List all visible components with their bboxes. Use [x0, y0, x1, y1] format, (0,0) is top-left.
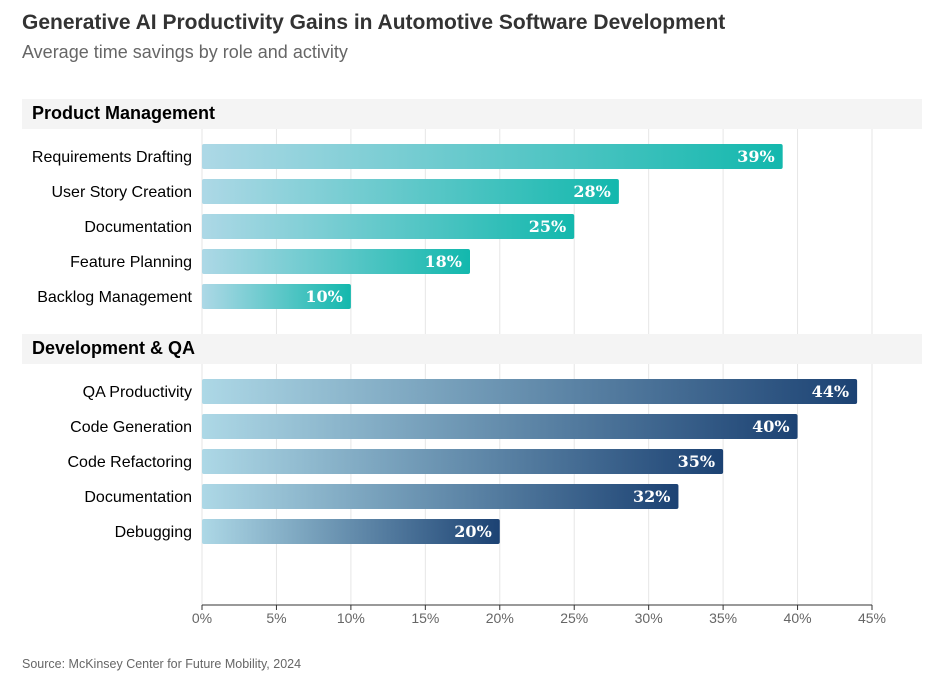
x-tick-label: 20%: [486, 610, 514, 626]
x-tick-label: 5%: [266, 610, 286, 626]
x-tick-label: 35%: [709, 610, 737, 626]
value-label: 44%: [812, 382, 849, 401]
category-label: Documentation: [84, 489, 192, 506]
category-label: Feature Planning: [70, 254, 192, 271]
bar: [202, 379, 858, 404]
category-label: Debugging: [115, 524, 192, 541]
x-tick-label: 10%: [337, 610, 365, 626]
x-tick-label: 30%: [635, 610, 663, 626]
value-label: 18%: [425, 252, 462, 271]
bar: [202, 484, 679, 509]
value-label: 20%: [454, 522, 491, 541]
group-header-band: [22, 334, 922, 364]
category-label: QA Productivity: [83, 384, 192, 401]
bar: [202, 284, 351, 309]
chart-subtitle: Average time savings by role and activit…: [22, 42, 348, 62]
category-label: Code Generation: [70, 419, 192, 436]
x-tick-label: 25%: [560, 610, 588, 626]
bar: [202, 449, 724, 474]
bar: [202, 414, 798, 439]
x-tick-label: 40%: [784, 610, 812, 626]
value-label: 32%: [633, 487, 670, 506]
category-label: Requirements Drafting: [32, 149, 192, 166]
bar: [202, 214, 575, 239]
bar: [202, 519, 500, 544]
x-tick-label: 0%: [192, 610, 212, 626]
bars: Requirements Drafting 39% User Story Creat…: [32, 144, 858, 544]
source-note: Source: McKinsey Center for Future Mobil…: [22, 657, 302, 671]
group-header-label: Product Management: [32, 103, 215, 123]
value-label: 35%: [678, 452, 715, 471]
category-label: User Story Creation: [52, 184, 193, 201]
value-label: 25%: [529, 217, 566, 236]
bar: [202, 144, 783, 169]
chart-title: Generative AI Productivity Gains in Auto…: [22, 11, 726, 34]
value-label: 10%: [305, 287, 342, 306]
category-label: Backlog Management: [37, 289, 192, 306]
x-axis: 0% 5% 10% 15% 20% 25% 30% 35% 40% 45%: [192, 604, 886, 626]
group-header-band: [22, 99, 922, 129]
value-label: 40%: [752, 417, 789, 436]
bar: [202, 249, 470, 274]
category-label: Code Refactoring: [67, 454, 192, 471]
value-label: 28%: [573, 182, 610, 201]
bar: [202, 179, 619, 204]
x-tick-label: 15%: [411, 610, 439, 626]
value-label: 39%: [737, 147, 774, 166]
x-tick-label: 45%: [858, 610, 886, 626]
category-label: Documentation: [84, 219, 192, 236]
group-header-label: Development & QA: [32, 338, 195, 358]
